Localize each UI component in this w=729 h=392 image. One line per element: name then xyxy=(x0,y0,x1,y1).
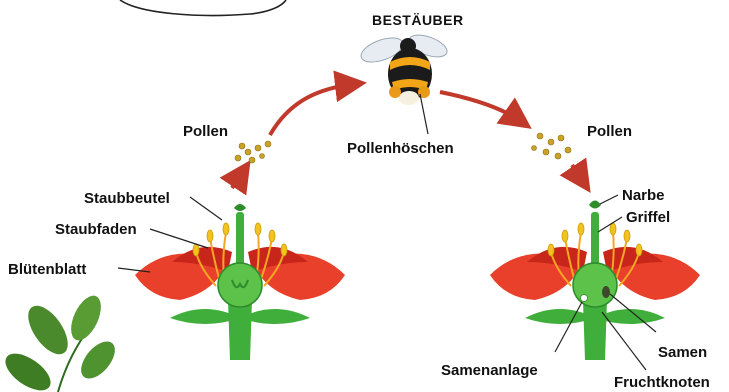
seed-dot xyxy=(602,286,610,298)
pollen-label-left: Pollen xyxy=(183,124,228,139)
arrow-anther-to-pollen xyxy=(232,170,244,188)
bumblebee-icon xyxy=(358,31,450,105)
arrow-pollen-to-bee xyxy=(270,84,355,135)
arrow-bee-to-pollen xyxy=(440,92,522,122)
pollinator-label: BESTÄUBER xyxy=(372,13,464,27)
seed-label: Samen xyxy=(658,345,707,360)
speech-bubble-edge xyxy=(120,0,286,15)
pollen-label-right: Pollen xyxy=(587,124,632,139)
anther-label: Staubbeutel xyxy=(84,191,170,206)
leaf-branch-icon xyxy=(0,291,121,392)
pollen-baskets-label: Pollenhöschen xyxy=(347,141,454,156)
stigma-label: Narbe xyxy=(622,188,665,203)
pollen-baskets-pointer xyxy=(420,94,428,134)
filament-label: Staubfaden xyxy=(55,222,137,237)
pollen-grains-left xyxy=(235,141,271,163)
stigma-pointer xyxy=(600,195,618,204)
ovule-label: Samenanlage xyxy=(441,363,538,378)
petal-label: Blütenblatt xyxy=(8,262,86,277)
ovule-dot xyxy=(581,295,588,302)
ovary-label: Fruchtknoten xyxy=(614,375,710,390)
anther-pointer xyxy=(190,197,222,220)
filament-pointer xyxy=(150,229,208,248)
arrow-pollen-to-stigma xyxy=(572,165,584,183)
flower-left xyxy=(135,204,345,360)
pollen-grains-right xyxy=(532,133,572,159)
style-label: Griffel xyxy=(626,210,670,225)
